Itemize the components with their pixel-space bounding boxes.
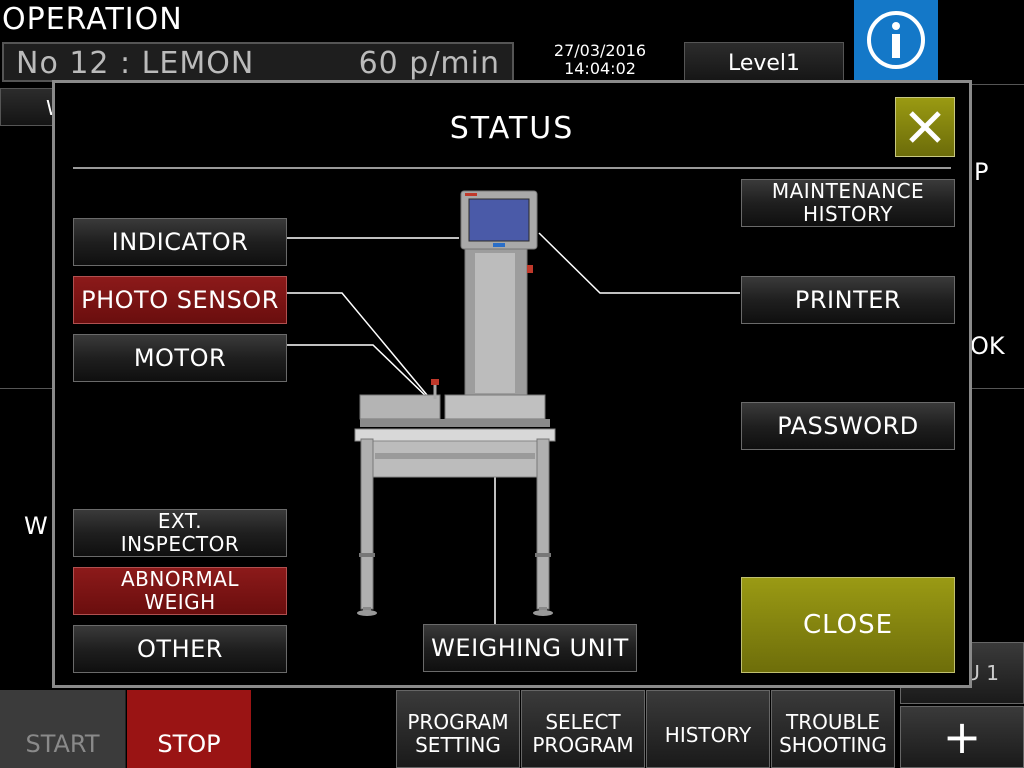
product-speed: 60 p/min [358,46,500,81]
program-setting-label: PROGRAM SETTING [407,710,509,757]
date-text: 27/03/2016 [553,41,647,60]
background-divider [0,388,52,389]
program-setting-button[interactable]: PROGRAM SETTING [396,690,520,768]
ext-inspector-button[interactable]: EXT. INSPECTOR [73,509,287,557]
trouble-shooting-button[interactable]: TROUBLE SHOOTING [771,690,895,768]
background-label-ok: OK [970,332,1005,360]
close-button[interactable]: CLOSE [741,577,955,673]
datetime: 27/03/2016 14:04:02 [540,42,660,78]
start-label: START [25,730,100,758]
ext-inspector-label: EXT. INSPECTOR [120,509,240,556]
select-program-button[interactable]: SELECT PROGRAM [521,690,645,768]
history-label: HISTORY [664,723,752,747]
other-button[interactable]: OTHER [73,625,287,673]
screen-title: OPERATION [2,2,183,37]
stop-button[interactable]: STOP [127,690,251,768]
select-program-label: SELECT PROGRAM [532,710,634,757]
abnormal-weigh-label: ABNORMAL WEIGH [120,567,240,614]
abnormal-weigh-button[interactable]: ABNORMAL WEIGH [73,567,287,615]
info-icon [867,11,925,69]
background-tab[interactable] [0,88,60,126]
stop-label: STOP [157,730,221,758]
product-display[interactable]: No 12 : LEMON 60 p/min [2,42,514,82]
photo-sensor-button[interactable]: PHOTO SENSOR [73,276,287,324]
close-x-button[interactable] [895,97,955,157]
leader-lines [287,232,740,627]
checkweigher-illustration [287,190,740,627]
product-name: No 12 : LEMON [16,46,255,81]
motor-button[interactable]: MOTOR [73,334,287,382]
close-x-icon [909,111,941,143]
background-divider [972,388,1024,389]
level-button[interactable]: Level1 [684,42,844,84]
history-button[interactable]: HISTORY [646,690,770,768]
add-button[interactable]: + [900,706,1024,768]
weighing-unit-button[interactable]: WEIGHING UNIT [423,624,637,672]
background-divider [972,84,1024,85]
time-text: 14:04:02 [564,59,636,78]
status-dialog: STATUS [52,80,972,688]
dialog-title: STATUS [449,111,575,146]
title-divider [73,167,951,169]
start-button[interactable]: START [0,690,126,768]
background-label-w: W [24,512,48,540]
printer-button[interactable]: PRINTER [741,276,955,324]
info-button[interactable] [854,0,938,80]
background-label-p: P [974,158,989,186]
maintenance-history-label: MAINTENANCE HISTORY [771,179,925,226]
maintenance-history-button[interactable]: MAINTENANCE HISTORY [741,179,955,227]
indicator-button[interactable]: INDICATOR [73,218,287,266]
password-button[interactable]: PASSWORD [741,402,955,450]
trouble-shooting-label: TROUBLE SHOOTING [779,710,887,757]
